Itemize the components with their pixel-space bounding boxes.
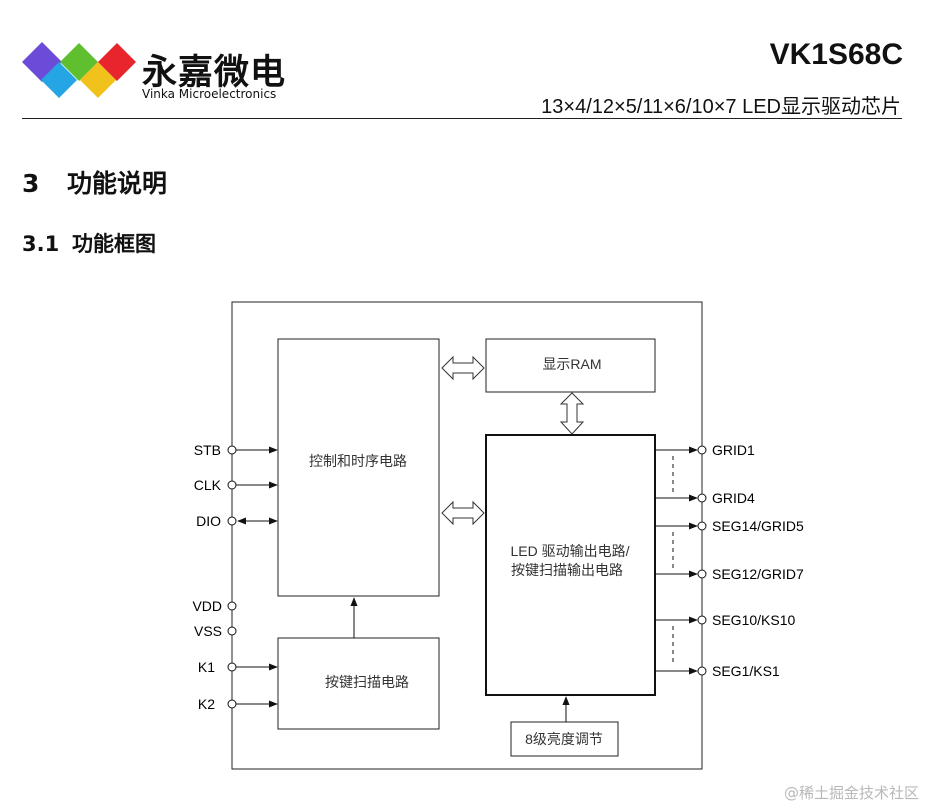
bus-arrow-control-driver xyxy=(441,500,485,526)
pin-clk: CLK xyxy=(194,477,278,493)
pin-seg12-terminal xyxy=(697,569,707,579)
brightness-block xyxy=(510,721,619,757)
pin-grid4: GRID4 xyxy=(655,490,755,506)
key-scan-label: 按键扫描电路 xyxy=(325,674,409,690)
subsection-title: 功能框图 xyxy=(72,232,156,256)
control-timing-block xyxy=(277,338,440,597)
pin-k2-label: K2 xyxy=(198,696,215,712)
pin-vss-label: VSS xyxy=(194,623,222,639)
pin-stb-terminal xyxy=(227,445,237,455)
section-heading: 3 功能说明 xyxy=(22,164,167,200)
pin-k2-terminal xyxy=(227,699,237,709)
chip-boundary xyxy=(231,301,703,770)
pin-seg1: SEG1/KS1 xyxy=(655,663,780,679)
pin-seg12-label: SEG12/GRID7 xyxy=(712,566,804,582)
pin-seg14: SEG14/GRID5 xyxy=(655,518,804,534)
logo-diamond-red xyxy=(98,43,136,81)
watermark: @稀土掘金技术社区 xyxy=(783,784,919,802)
pin-grid1: GRID1 xyxy=(655,442,755,458)
led-driver-label-2: 按键扫描输出电路 xyxy=(511,562,623,578)
pin-grid1-label: GRID1 xyxy=(712,442,755,458)
brand-name-en: Vinka Microelectronics xyxy=(142,87,277,101)
header-divider xyxy=(22,118,902,119)
pin-seg10: SEG10/KS10 xyxy=(655,612,795,628)
pin-grid1-terminal xyxy=(697,445,707,455)
pin-stb-label: STB xyxy=(194,442,221,458)
pin-dio-terminal xyxy=(227,516,237,526)
model-number: VK1S68C xyxy=(769,38,903,71)
pin-grid4-label: GRID4 xyxy=(712,490,755,506)
pin-seg1-label: SEG1/KS1 xyxy=(712,663,780,679)
pin-vss: VSS xyxy=(194,623,237,639)
logo-diamond-blue xyxy=(41,62,77,98)
pin-dio-label: DIO xyxy=(196,513,221,529)
pin-stb: STB xyxy=(194,442,278,458)
pin-vdd-label: VDD xyxy=(192,598,222,614)
pin-seg14-label: SEG14/GRID5 xyxy=(712,518,804,534)
pin-seg1-terminal xyxy=(697,666,707,676)
pin-k2: K2 xyxy=(198,696,278,712)
bus-arrow-ram-driver xyxy=(559,392,585,435)
pin-clk-label: CLK xyxy=(194,477,222,493)
pin-vdd: VDD xyxy=(192,598,237,614)
pin-seg10-terminal xyxy=(697,615,707,625)
pin-grid4-terminal xyxy=(697,493,707,503)
subsection-number: 3.1 xyxy=(22,232,60,256)
pin-seg10-label: SEG10/KS10 xyxy=(712,612,795,628)
section-number: 3 xyxy=(22,169,40,198)
led-driver-block xyxy=(485,434,656,696)
pin-k1-terminal xyxy=(227,662,237,672)
pin-vdd-terminal xyxy=(227,601,237,611)
pin-k1: K1 xyxy=(198,659,278,675)
key-scan-block xyxy=(277,637,440,730)
brand-name-cn: 永嘉微电 xyxy=(142,53,287,93)
pin-k1-label: K1 xyxy=(198,659,215,675)
vinka-logo-icon xyxy=(22,42,136,98)
pin-dio: DIO xyxy=(196,513,278,529)
display-ram-block xyxy=(485,338,656,393)
led-driver-label-1: LED 驱动输出电路/ xyxy=(510,543,629,559)
pin-clk-terminal xyxy=(227,480,237,490)
pin-vss-terminal xyxy=(227,626,237,636)
brightness-label: 8级亮度调节 xyxy=(525,731,603,747)
section-title: 功能说明 xyxy=(67,169,168,198)
pin-seg14-terminal xyxy=(697,521,707,531)
subsection-heading: 3.1 功能框图 xyxy=(22,228,156,258)
product-subtitle: 13×4/12×5/11×6/10×7 LED显示驱动芯片 xyxy=(541,96,901,118)
control-timing-label: 控制和时序电路 xyxy=(309,453,407,469)
bus-arrow-control-ram xyxy=(441,355,485,381)
pin-seg12: SEG12/GRID7 xyxy=(655,566,804,582)
display-ram-label: 显示RAM xyxy=(542,356,601,372)
